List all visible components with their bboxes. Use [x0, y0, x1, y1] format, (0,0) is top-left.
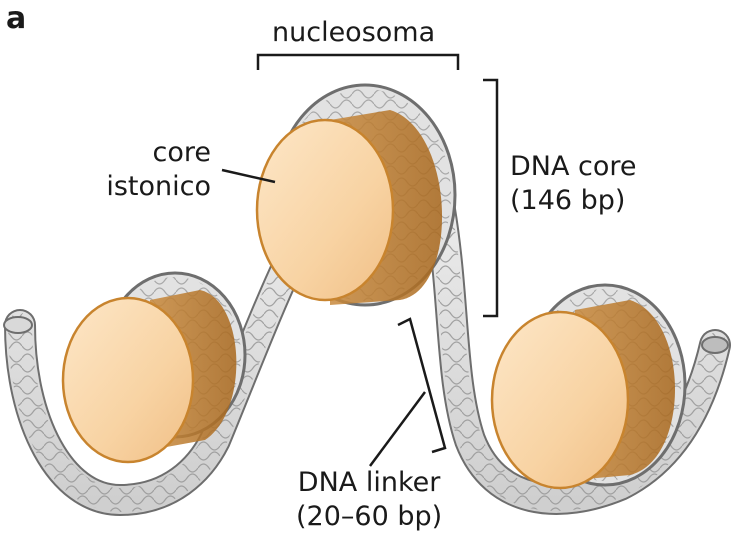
nucleosome-center: [257, 85, 455, 305]
core-istonico-label: core istonico: [106, 136, 211, 204]
core-istonico-line2: istonico: [106, 170, 211, 204]
core-istonico-line1: core: [106, 136, 211, 170]
nucleosome-right: [492, 285, 685, 488]
dna-linker-line1: DNA linker: [296, 466, 442, 500]
panel-letter: a: [6, 0, 26, 38]
dna-core-bracket: [483, 80, 497, 316]
dna-core-label: DNA core (146 bp): [510, 150, 637, 218]
nucleosoma-bracket: [258, 55, 458, 70]
nucleosoma-label: nucleosoma: [272, 16, 435, 50]
dna-linker-label: DNA linker (20–60 bp): [296, 466, 442, 534]
dna-linker-line2: (20–60 bp): [296, 500, 442, 534]
dna-core-line1: DNA core: [510, 150, 637, 184]
dna-core-line2: (146 bp): [510, 184, 637, 218]
dna-linker-leader: [370, 392, 425, 466]
